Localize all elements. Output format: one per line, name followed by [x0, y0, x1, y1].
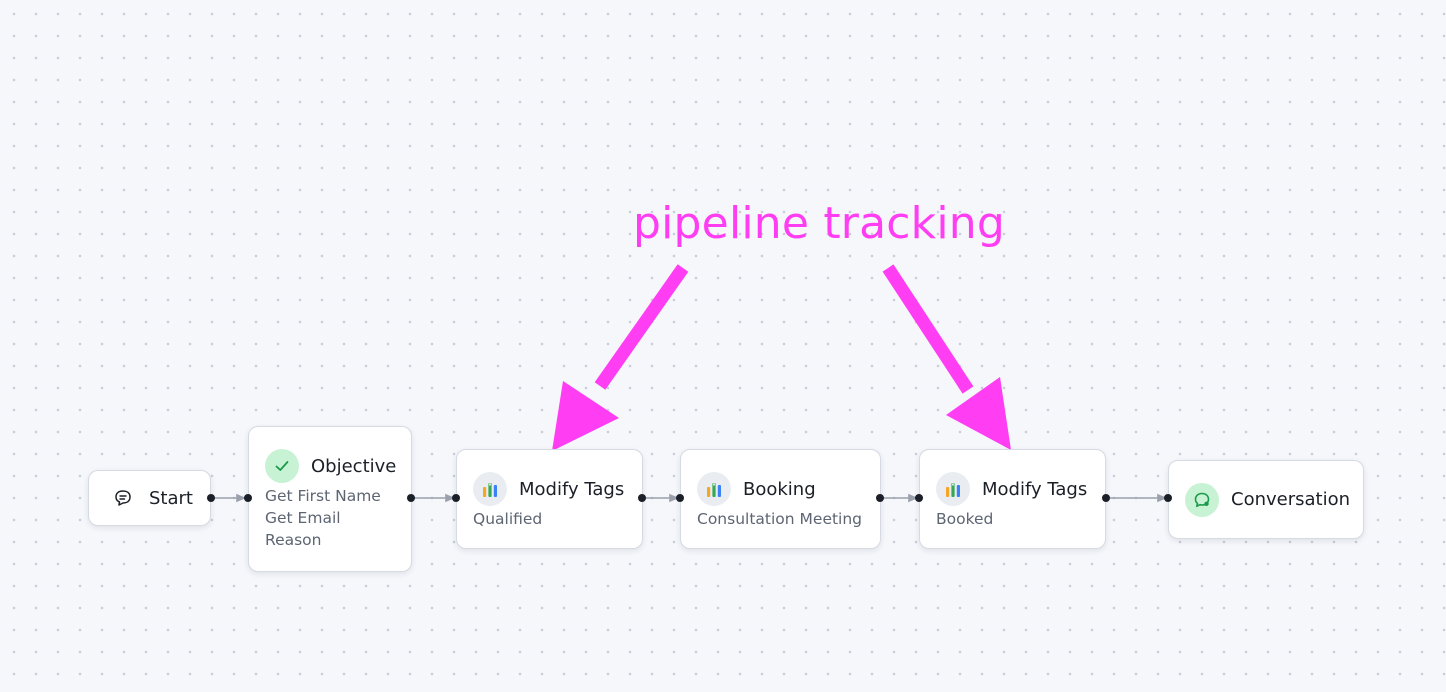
annotation-label: pipeline tracking	[633, 198, 1005, 249]
objective-output-handle[interactable]	[407, 494, 415, 502]
pipeline-bars-icon	[697, 472, 731, 506]
node-title: Booking	[743, 478, 816, 500]
check-circle-icon	[265, 449, 299, 483]
conversation-node[interactable]: Conversation	[1168, 460, 1364, 539]
modify-tags-output-handle[interactable]	[638, 494, 646, 502]
objective-node[interactable]: Objective Get First Name Get Email Reaso…	[248, 426, 412, 572]
node-subtitle: Booked	[936, 510, 994, 528]
node-title: Modify Tags	[519, 478, 625, 500]
chat-bubble-icon	[111, 481, 135, 515]
objective-input-handle[interactable]	[244, 494, 252, 502]
annotation-arrow-right	[882, 264, 1011, 450]
node-title: Conversation	[1231, 489, 1351, 510]
modify-tags-input-handle[interactable]	[915, 494, 923, 502]
modify-tags-node-qualified[interactable]: Modify Tags Qualified	[456, 449, 643, 549]
start-output-handle[interactable]	[207, 494, 215, 502]
start-node[interactable]: Start	[88, 470, 211, 526]
booking-node[interactable]: Booking Consultation Meeting	[680, 449, 881, 549]
node-subtitle: Consultation Meeting	[697, 510, 863, 528]
conversation-bubble-icon	[1185, 482, 1219, 517]
objective-line: Get First Name	[265, 487, 381, 505]
modify-tags-output-handle[interactable]	[1102, 494, 1110, 502]
pipeline-bars-icon	[473, 472, 507, 506]
node-subtitle: Qualified	[473, 510, 543, 528]
node-title: Start	[149, 487, 193, 509]
conversation-input-handle[interactable]	[1164, 494, 1172, 502]
annotation-arrow-left	[552, 264, 689, 451]
booking-input-handle[interactable]	[676, 494, 684, 502]
pipeline-bars-icon	[936, 472, 970, 506]
node-title: Objective	[311, 455, 397, 477]
objective-line: Get Email	[265, 509, 341, 527]
node-title: Modify Tags	[982, 478, 1088, 500]
booking-output-handle[interactable]	[876, 494, 884, 502]
modify-tags-node-booked[interactable]: Modify Tags Booked	[919, 449, 1106, 549]
modify-tags-input-handle[interactable]	[452, 494, 460, 502]
objective-line: Reason	[265, 531, 322, 549]
